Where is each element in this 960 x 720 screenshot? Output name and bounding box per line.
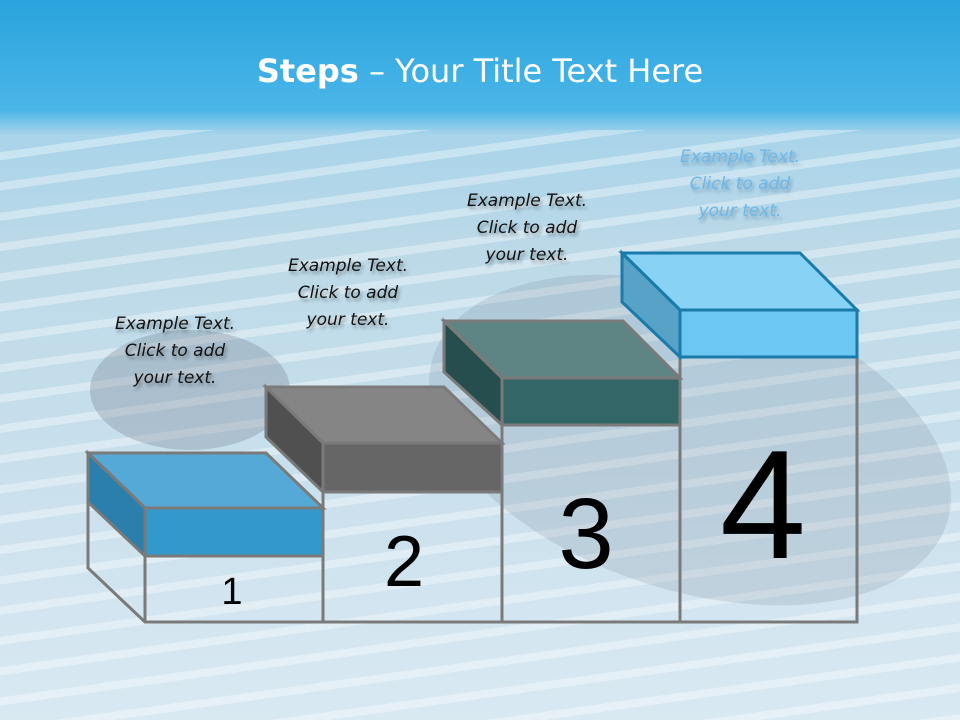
step-block-1[interactable] (84, 449, 327, 560)
step-text-3[interactable]: Example Text. Click to add your text. (442, 188, 612, 269)
step-text-4[interactable]: Example Text. Click to add your text. (655, 144, 825, 225)
text-line: Example Text. (466, 191, 588, 211)
step-block-2[interactable] (262, 383, 506, 496)
text-line: your text. (485, 245, 569, 265)
background-figure (90, 330, 290, 450)
step-number-2: 2 (384, 522, 424, 602)
step-number-1: 1 (221, 571, 242, 613)
text-line: your text. (133, 368, 217, 388)
text-line: your text. (306, 310, 390, 330)
step-number-4: 4 (720, 418, 806, 591)
text-line: Click to add (297, 283, 399, 303)
step-text-2[interactable]: Example Text. Click to add your text. (263, 253, 433, 334)
text-line: Click to add (124, 341, 226, 361)
text-line: Click to add (689, 174, 791, 194)
step-block-4[interactable] (618, 249, 861, 361)
title-bold: Steps (256, 52, 359, 90)
slide-title[interactable]: Steps – Your Title Text Here (0, 52, 960, 90)
text-line: Example Text. (114, 314, 236, 334)
text-line: Example Text. (679, 147, 801, 167)
text-line: Example Text. (287, 256, 409, 276)
step-block-3[interactable] (440, 317, 684, 429)
step-number-3: 3 (558, 478, 614, 590)
text-line: your text. (698, 201, 782, 221)
step-text-1[interactable]: Example Text. Click to add your text. (90, 311, 260, 392)
text-line: Click to add (476, 218, 578, 238)
title-rest: – Your Title Text Here (358, 52, 704, 90)
